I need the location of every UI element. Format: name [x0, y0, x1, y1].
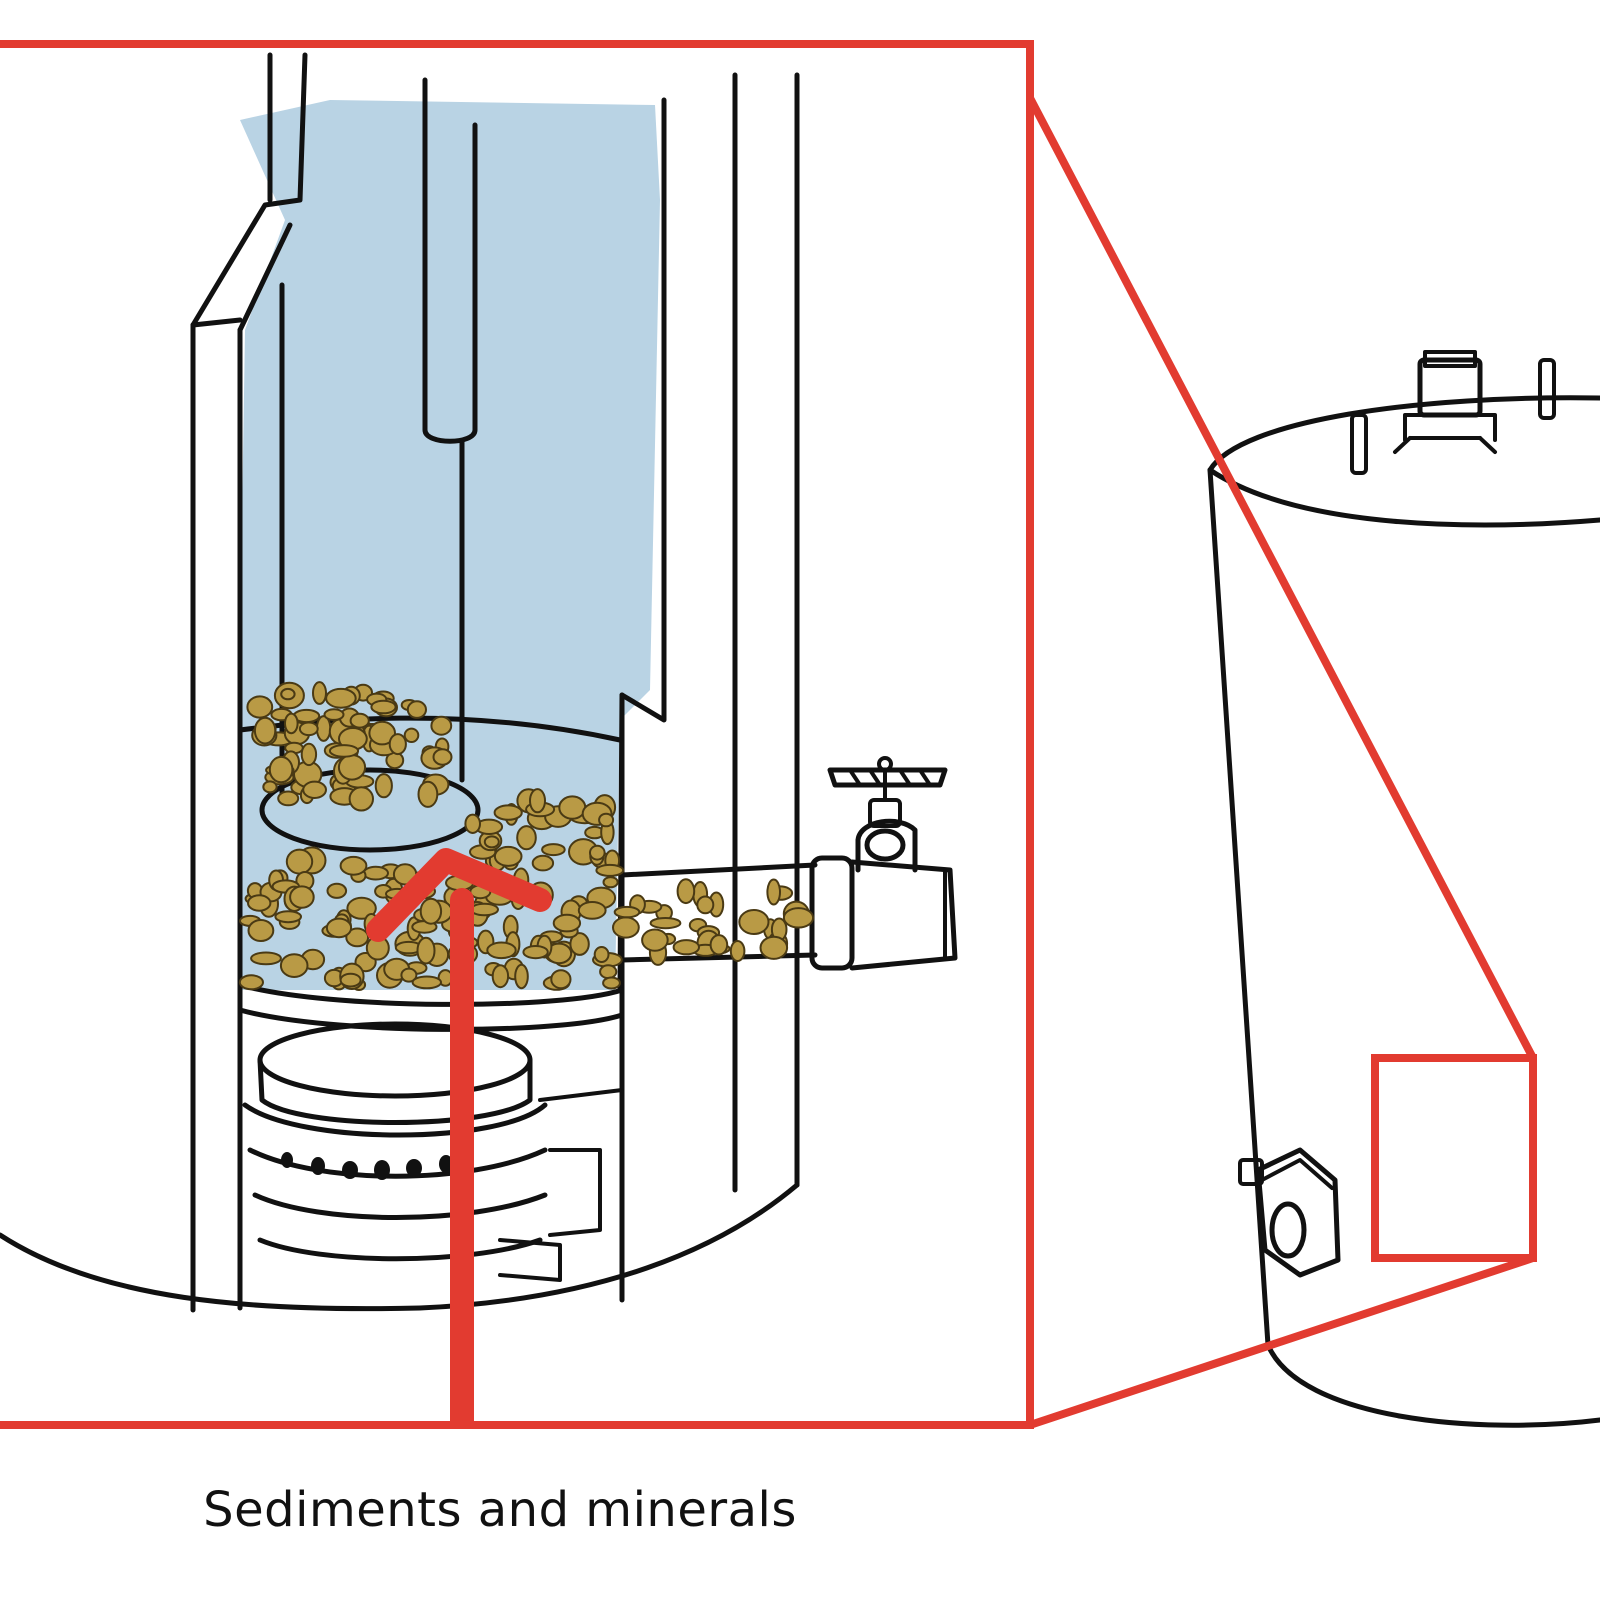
sediment-particle — [552, 913, 582, 933]
sediment-particle — [483, 835, 500, 849]
highlight-box — [1371, 1054, 1537, 1262]
sediment-particle — [613, 905, 641, 919]
sediment-particle — [672, 939, 700, 956]
sediment-particle — [300, 742, 318, 767]
sediment-particle — [493, 845, 523, 867]
sediment-particle — [349, 712, 370, 729]
sediment-particle — [328, 744, 360, 758]
zoom-callout-icon — [1026, 96, 1537, 1429]
water-heater-icon — [1207, 350, 1600, 1428]
sediment-particle — [285, 848, 314, 875]
sediment-particle — [729, 940, 746, 962]
burner-icon — [242, 1021, 624, 1282]
sediment-particle — [277, 790, 300, 807]
sediment-particle — [368, 720, 397, 746]
sediment-particle — [516, 825, 537, 851]
sediment-particle — [362, 865, 389, 881]
sediment-particle — [339, 972, 362, 988]
sediment-particle — [529, 788, 546, 814]
sediment-particle — [274, 910, 303, 924]
sediment-particle — [709, 934, 729, 956]
sediment-particle — [491, 964, 510, 989]
sediment-particle — [558, 795, 587, 820]
sediment-particle — [612, 916, 640, 939]
sediment-particle — [374, 773, 393, 799]
sediment-particle — [599, 964, 618, 980]
sediment-particle — [577, 901, 607, 920]
sediment-particle — [262, 780, 278, 794]
sediment-particle — [417, 780, 439, 808]
sediment-particle — [522, 945, 549, 960]
sediment-particle — [593, 946, 610, 963]
sediment-particle — [280, 687, 296, 701]
sediment-deposits — [238, 681, 815, 991]
sediment-particle — [550, 969, 572, 990]
sediment-particle — [345, 927, 370, 948]
sediment-particle — [326, 882, 348, 899]
caption-label: Sediments and minerals — [203, 1482, 797, 1538]
sediment-particle — [649, 917, 682, 930]
sediment-particle — [400, 967, 418, 983]
sediment-particle — [247, 919, 275, 942]
sediment-particle — [766, 878, 782, 906]
sediment-particle — [370, 699, 397, 715]
sediment-particle — [403, 727, 420, 743]
sediment-particle — [696, 895, 715, 915]
sediment-particle — [284, 712, 299, 735]
sediment-particle — [337, 754, 367, 781]
sediment-particle — [268, 755, 294, 784]
sediment-particle — [238, 974, 264, 991]
sediment-particle — [602, 976, 621, 990]
sediment-particle — [298, 721, 319, 737]
sediment-particle — [302, 780, 328, 799]
sediment-particle — [469, 902, 499, 917]
sediment-particle — [246, 695, 274, 719]
sediment-particle — [250, 951, 282, 966]
sediment-particle — [589, 844, 606, 861]
sediment-particle — [493, 804, 523, 821]
sediment-particle — [406, 700, 427, 719]
sediment-particle — [419, 897, 443, 925]
sediment-particle — [253, 716, 277, 745]
sediment-particle — [312, 681, 327, 705]
sediment-particle — [247, 894, 272, 912]
sediment-particle — [416, 936, 436, 965]
sediment-particle — [531, 854, 555, 872]
cutaway-zoom-view — [0, 52, 958, 1426]
zoom-frame — [0, 40, 1034, 1429]
sediment-particle — [346, 896, 377, 920]
sediment-particle — [464, 813, 482, 834]
arrow-up-icon — [366, 848, 552, 1426]
sediment-particle — [738, 909, 770, 935]
drain-valve-small-icon — [1238, 1147, 1341, 1278]
sediment-particle — [676, 878, 696, 905]
sediment-particle — [641, 928, 669, 952]
sediment-particle — [323, 708, 345, 721]
sediment-particle — [388, 733, 407, 756]
sediment-particle — [569, 932, 590, 956]
sediment-particle — [782, 907, 815, 929]
sediment-particle — [411, 975, 442, 990]
sediment-particle — [339, 855, 368, 876]
sediment-particle — [595, 863, 625, 877]
sediment-particle — [325, 917, 353, 939]
sediment-particle — [279, 953, 309, 978]
sediment-particle — [514, 963, 529, 990]
sediment-particle — [289, 885, 315, 909]
sediment-particle — [486, 941, 517, 960]
sediment-particle — [348, 786, 374, 812]
sediment-particle — [598, 812, 615, 828]
sediment-particle — [430, 715, 453, 736]
sediment-particle — [759, 935, 789, 960]
sediment-particle — [432, 748, 453, 766]
sediment-particle — [602, 876, 619, 889]
sediment-particle — [541, 843, 566, 857]
sediment-particle — [325, 687, 357, 709]
